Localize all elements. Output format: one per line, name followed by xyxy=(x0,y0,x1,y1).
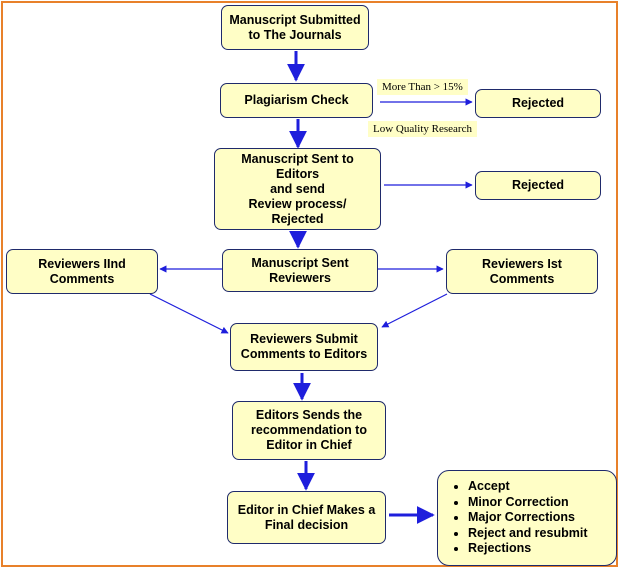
outcome-list: Accept Minor Correction Major Correction… xyxy=(448,479,612,557)
outcome-item: Minor Correction xyxy=(468,495,612,511)
arrow-ist-to-submit xyxy=(381,293,448,328)
rejected-box-2: Rejected xyxy=(475,171,601,200)
outcome-item: Reject and resubmit xyxy=(468,526,612,542)
outcome-item: Accept xyxy=(468,479,612,495)
outcome-item: Major Corrections xyxy=(468,510,612,526)
diagram-frame xyxy=(1,1,618,567)
reviewers-ind-comments-box: Reviewers IInd Comments xyxy=(6,249,158,294)
editors-recommendation-box: Editors Sends the recommendation to Edit… xyxy=(232,401,386,460)
manuscript-submitted-box: Manuscript Submitted to The Journals xyxy=(221,5,369,50)
manuscript-sent-reviewers-box: Manuscript Sent Reviewers xyxy=(222,249,378,292)
editor-chief-final-decision-box: Editor in Chief Makes a Final decision xyxy=(227,491,386,544)
rejected-box-1: Rejected xyxy=(475,89,601,118)
outcome-item: Rejections xyxy=(468,541,612,557)
final-outcomes-box: Accept Minor Correction Major Correction… xyxy=(437,470,617,566)
low-quality-research-label: Low Quality Research xyxy=(368,121,477,137)
reviewers-ist-comments-box: Reviewers Ist Comments xyxy=(446,249,598,294)
more-than-15-label: More Than > 15% xyxy=(377,79,468,95)
reviewers-submit-comments-box: Reviewers Submit Comments to Editors xyxy=(230,323,378,371)
plagiarism-check-box: Plagiarism Check xyxy=(220,83,373,118)
manuscript-sent-editors-box: Manuscript Sent to Editors and send Revi… xyxy=(214,148,381,230)
arrow-ind-to-submit xyxy=(149,293,229,334)
